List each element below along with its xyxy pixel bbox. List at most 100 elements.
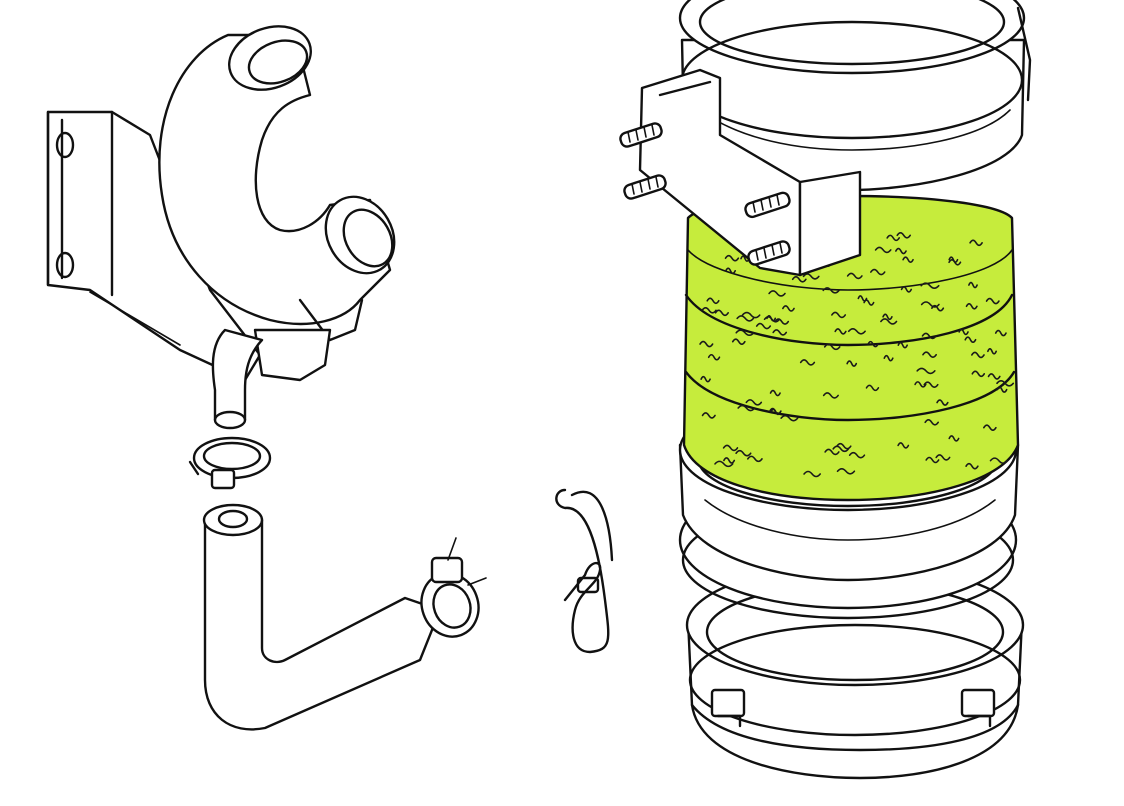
stud-bolt <box>747 240 791 266</box>
filter-texture-mark <box>701 412 716 419</box>
filter-texture-mark <box>722 444 739 452</box>
filter-texture-mark <box>857 295 868 302</box>
filter-texture-mark <box>714 309 729 317</box>
filter-texture-mark <box>924 419 940 426</box>
filter-texture-mark <box>822 287 840 294</box>
filter-texture-mark <box>916 367 936 375</box>
filter-texture-mark <box>824 448 840 456</box>
filter-texture-mark <box>735 329 755 337</box>
filter-texture-mark <box>935 454 951 461</box>
filter-texture-mark <box>925 456 940 464</box>
filter-texture-mark <box>914 381 927 388</box>
filter-texture-mark <box>883 354 894 362</box>
filter-texture-mark <box>746 455 763 463</box>
filter-texture-mark <box>724 254 740 262</box>
filter-texture-mark <box>791 276 807 283</box>
filter-texture-mark <box>989 457 1008 464</box>
filter-texture-mark <box>865 384 880 392</box>
filter-texture-mark <box>897 442 910 449</box>
filter-texture-mark <box>831 311 847 319</box>
filter-texture-mark <box>996 380 1015 387</box>
hose-clamp <box>420 537 487 638</box>
filter-texture-mark <box>701 307 717 314</box>
filter-texture-mark <box>735 449 752 457</box>
filter-texture-mark <box>965 303 978 310</box>
filter-texture-mark <box>958 328 969 336</box>
filter-texture-mark <box>982 424 997 431</box>
lower-hose <box>202 503 442 731</box>
filter-texture-mark <box>920 282 940 289</box>
stud-bolt <box>623 174 667 200</box>
filter-texture-mark <box>740 255 750 262</box>
filter-texture-mark <box>706 297 720 305</box>
filter-texture-mark <box>936 399 949 406</box>
filter-texture-mark <box>737 404 756 412</box>
filter-texture-mark <box>802 273 820 280</box>
filter-texture-mark <box>700 375 711 383</box>
filter-texture-mark <box>846 272 863 280</box>
filter-texture-mark <box>803 470 821 478</box>
filter-texture-mark <box>768 290 786 297</box>
filter-texture-mark <box>772 329 788 336</box>
filter-texture-mark <box>823 343 841 351</box>
filter-texture-mark <box>714 460 734 468</box>
filter-texture-mark <box>707 353 721 361</box>
filter-texture-mark <box>755 322 772 330</box>
filter-texture-mark <box>922 351 938 359</box>
stud-bolt <box>744 191 791 219</box>
filter-texture-mark <box>882 313 893 321</box>
filter-texture-mark <box>886 234 901 242</box>
filter-texture-mark <box>920 301 940 308</box>
filter-texture-mark <box>799 359 816 366</box>
filter-texture-mark <box>870 268 886 276</box>
filter-texture-mark <box>832 445 850 453</box>
filter-texture-mark <box>780 414 799 422</box>
filter-texture-mark <box>822 392 839 399</box>
filter-texture-mark <box>987 348 998 355</box>
filter-texture-mark <box>731 338 746 345</box>
filter-texture-mark <box>896 232 912 239</box>
mounting-bracket <box>46 110 262 382</box>
filter-texture-mark <box>848 451 866 459</box>
filter-texture-mark <box>921 332 937 340</box>
filter-texture-mark <box>834 328 847 335</box>
filter-texture-mark <box>948 435 960 442</box>
filter-texture-mark <box>964 336 977 344</box>
filter-texture-mark <box>969 239 983 247</box>
filter-texture-mark <box>902 256 914 263</box>
filter-texture-mark <box>895 247 907 255</box>
filter-texture-mark <box>846 360 858 367</box>
filter-texture-mark <box>948 258 962 266</box>
filter-texture-mark <box>769 407 782 415</box>
filter-element <box>682 194 1020 502</box>
filter-texture-mark <box>968 281 978 289</box>
filter-texture-mark <box>965 462 979 470</box>
filter-texture-mark <box>769 389 781 397</box>
filter-texture-mark <box>874 246 892 254</box>
filter-texture-mark <box>745 399 763 406</box>
filter-texture-mark <box>836 467 856 475</box>
filter-texture-mark <box>725 267 736 275</box>
filter-texture-mark <box>774 318 790 325</box>
filter-texture-mark <box>971 370 986 378</box>
filter-texture-mark <box>736 315 755 322</box>
air-cleaner-housing <box>619 0 1032 277</box>
elbow-intake-pipe <box>158 25 396 382</box>
filter-texture-mark <box>987 373 1001 380</box>
filter-texture-mark <box>897 341 909 349</box>
wire-retaining-clip <box>555 488 614 654</box>
filter-texture-mark <box>782 305 795 312</box>
filter-texture-mark <box>971 351 985 359</box>
filter-texture-mark <box>985 297 1000 305</box>
filter-texture-mark <box>867 340 879 348</box>
filter-texture-mark <box>699 340 714 348</box>
filter-texture-mark <box>994 329 1007 337</box>
filter-texture-mark <box>766 315 777 322</box>
hose-clamp <box>188 436 272 490</box>
filter-texture-mark <box>996 386 1008 393</box>
filter-texture-mark <box>723 457 736 464</box>
filter-texture-mark <box>741 311 761 319</box>
filter-texture-mark <box>880 318 898 325</box>
filter-texture-mark <box>923 381 939 388</box>
